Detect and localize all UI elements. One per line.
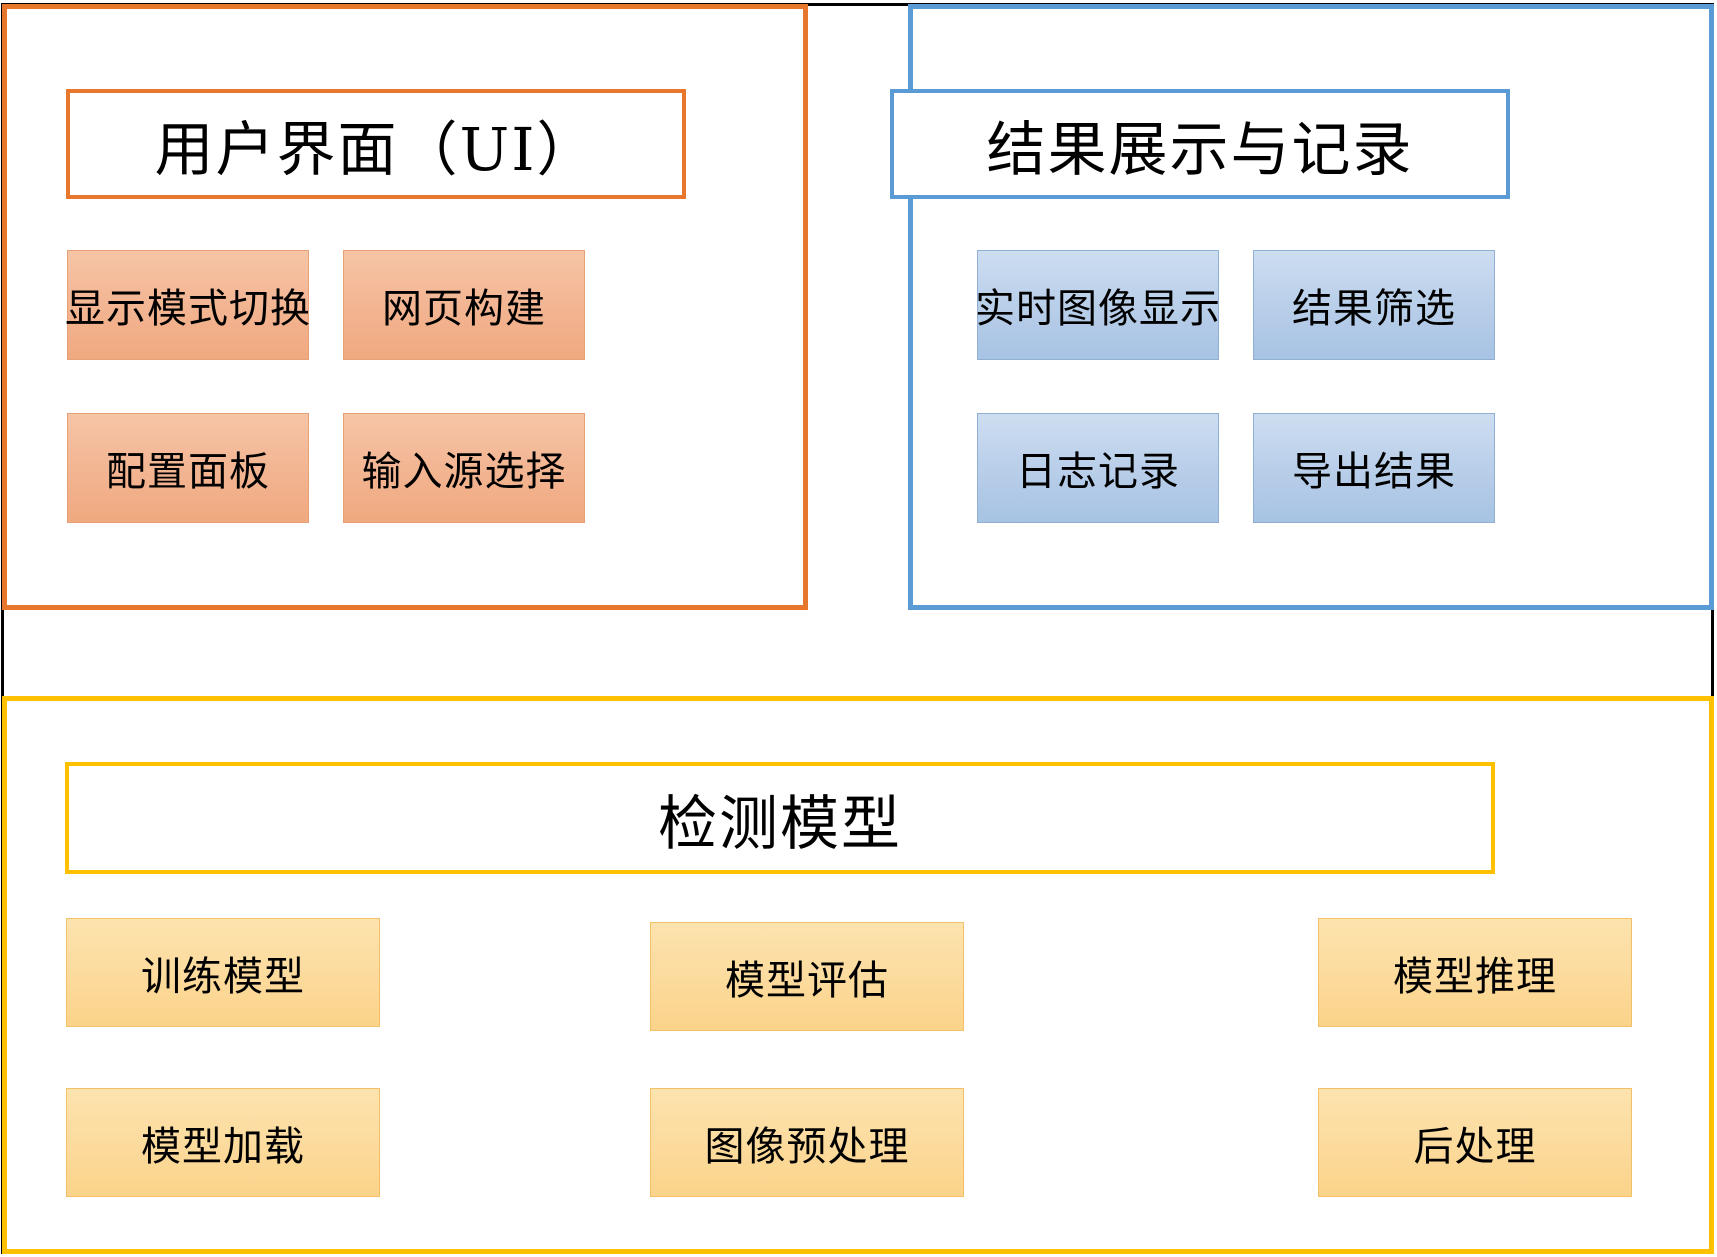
panel-results-display bbox=[908, 4, 1714, 610]
card-realtime-image-display[interactable]: 实时图像显示 bbox=[975, 250, 1220, 360]
panel-title-user-interface: 用户界面（UI） bbox=[66, 89, 686, 199]
card-config-panel[interactable]: 配置面板 bbox=[67, 413, 309, 523]
card-result-filter[interactable]: 结果筛选 bbox=[1253, 250, 1495, 360]
card-model-inference[interactable]: 模型推理 bbox=[1318, 918, 1632, 1027]
panel-title-detection-model: 检测模型 bbox=[65, 762, 1495, 874]
panel-title-results-display: 结果展示与记录 bbox=[890, 89, 1510, 199]
card-web-page-build[interactable]: 网页构建 bbox=[343, 250, 585, 360]
card-export-result[interactable]: 导出结果 bbox=[1253, 413, 1495, 523]
card-display-mode-switch[interactable]: 显示模式切换 bbox=[65, 250, 310, 360]
card-log-record[interactable]: 日志记录 bbox=[977, 413, 1219, 523]
card-input-source-select[interactable]: 输入源选择 bbox=[343, 413, 585, 523]
panel-user-interface bbox=[2, 4, 808, 610]
card-model-evaluation[interactable]: 模型评估 bbox=[650, 922, 964, 1031]
panel-detection-model bbox=[2, 696, 1714, 1254]
card-postprocess[interactable]: 后处理 bbox=[1318, 1088, 1632, 1197]
card-model-load[interactable]: 模型加载 bbox=[66, 1088, 380, 1197]
card-image-preprocess[interactable]: 图像预处理 bbox=[650, 1088, 964, 1197]
card-train-model[interactable]: 训练模型 bbox=[66, 918, 380, 1027]
